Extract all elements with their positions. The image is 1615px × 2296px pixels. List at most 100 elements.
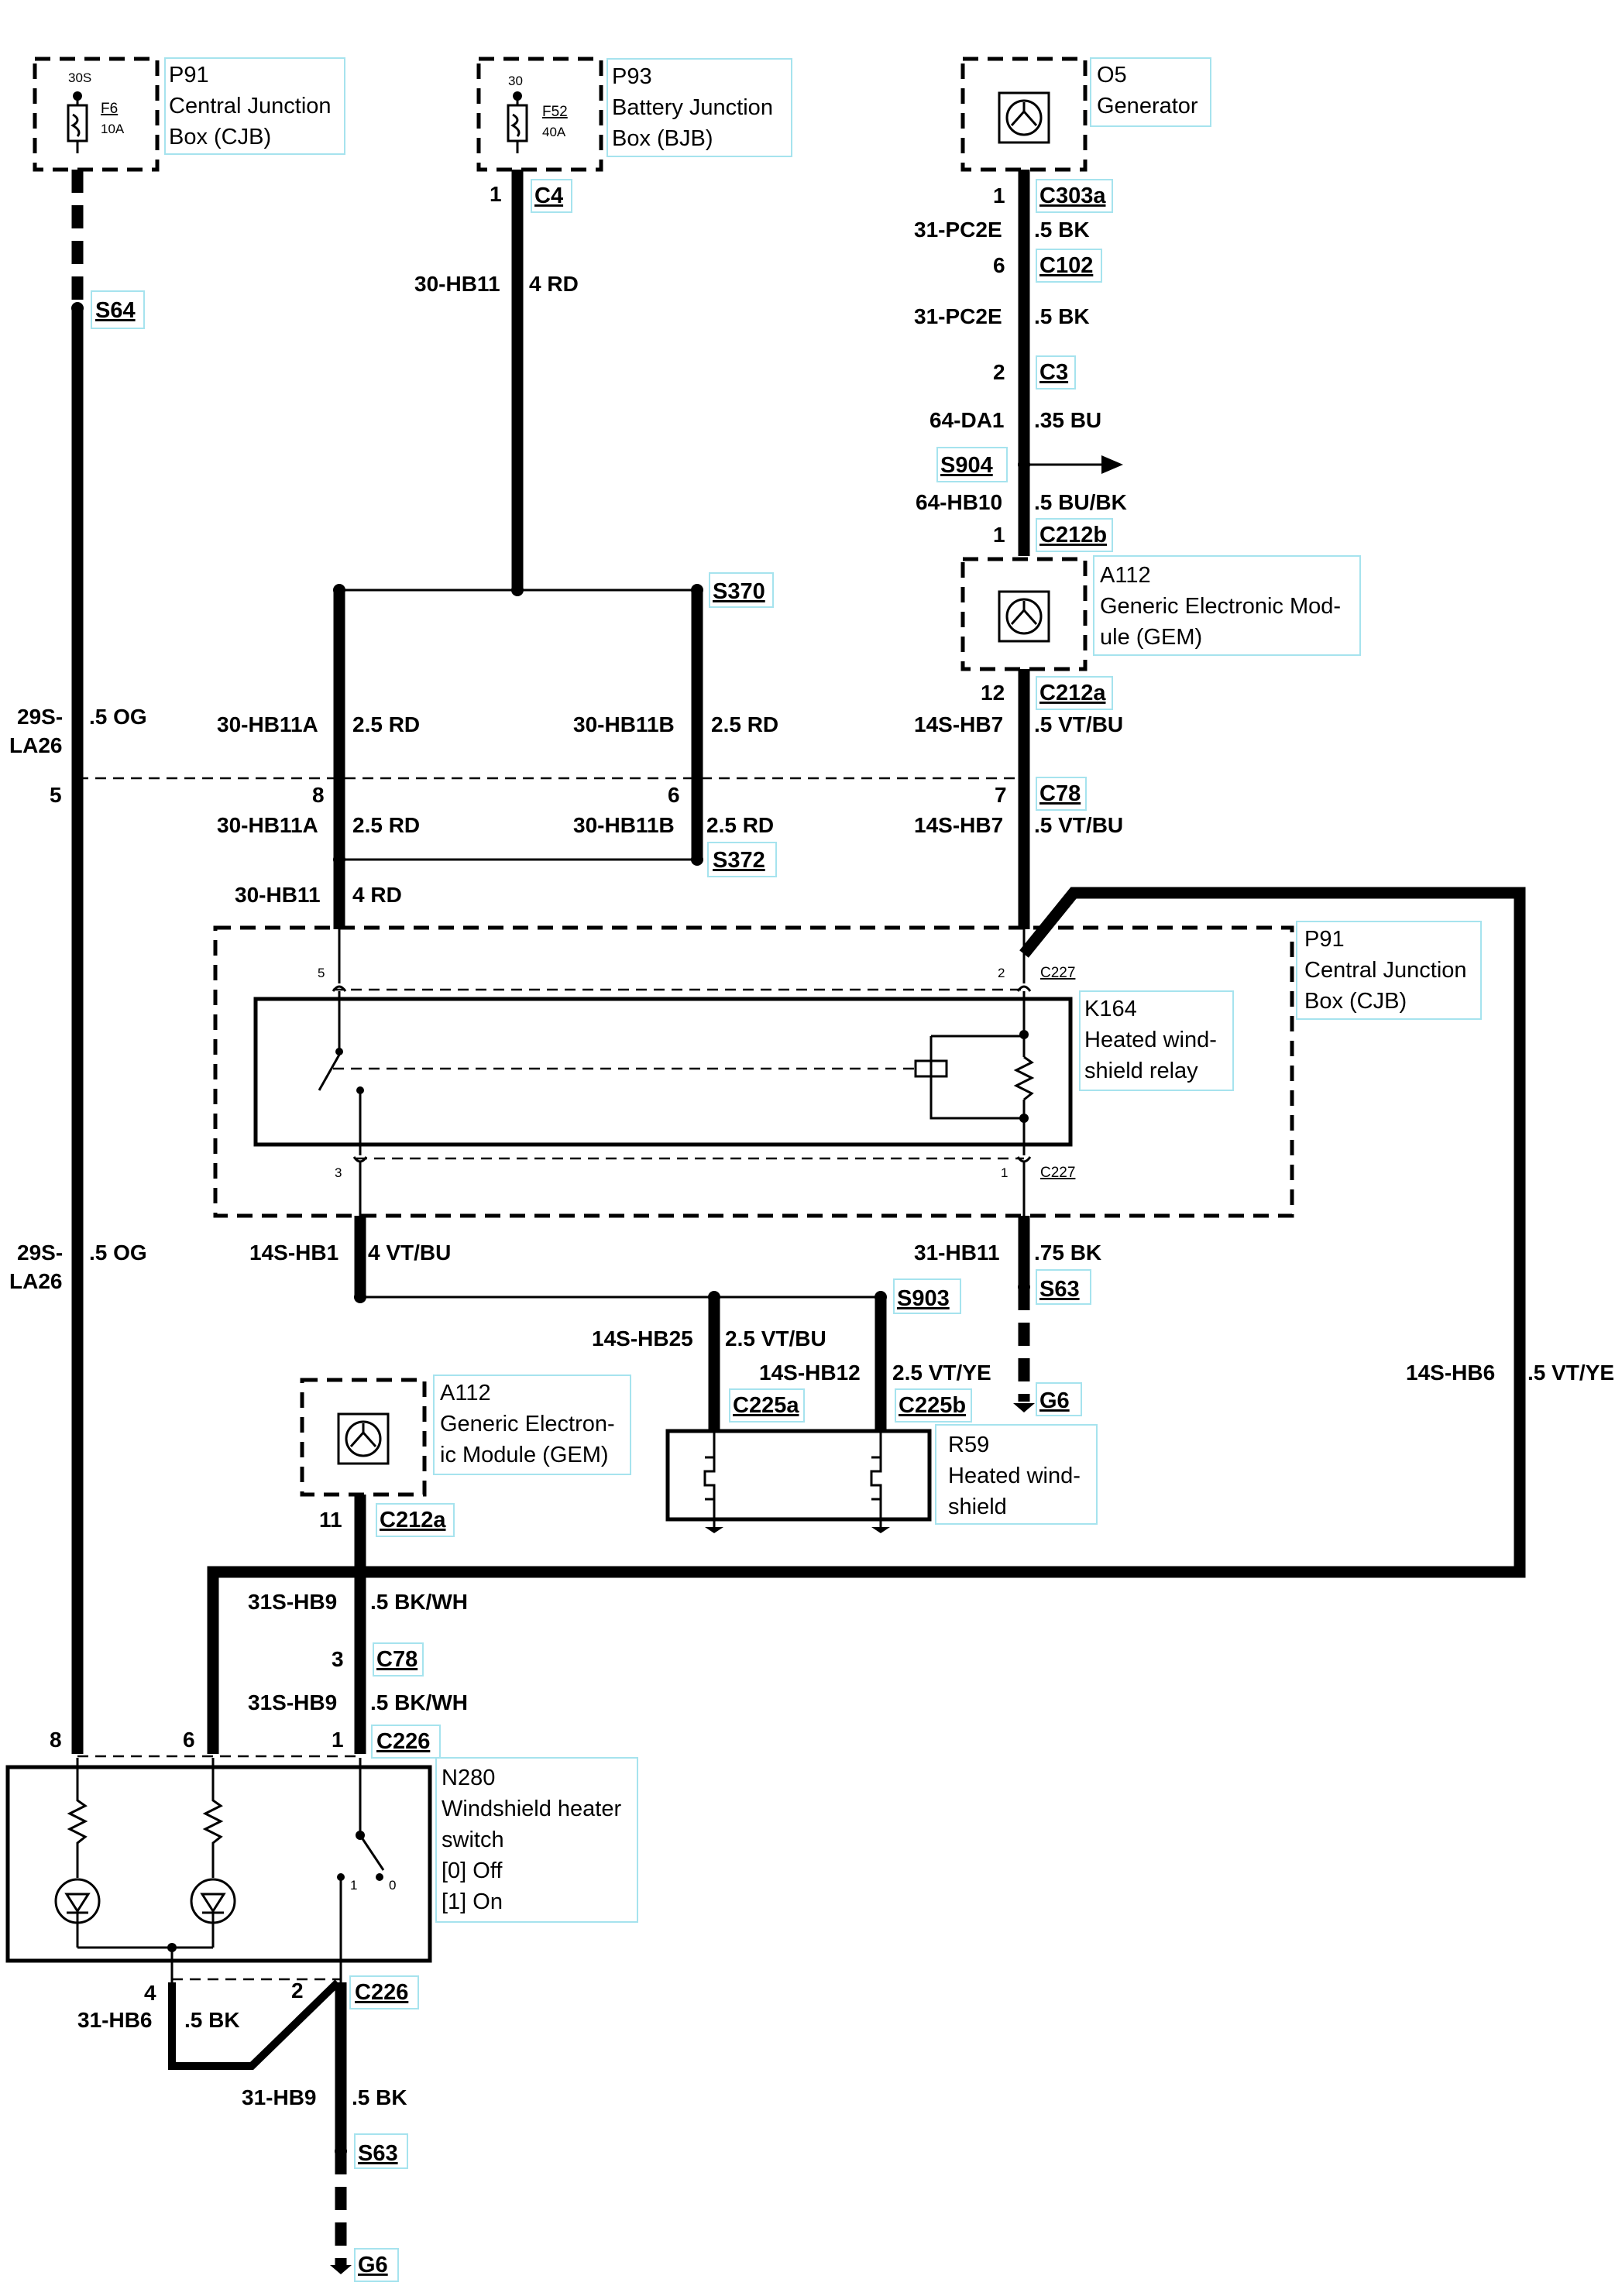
svg-text:.35 BU: .35 BU (1034, 408, 1101, 432)
ground-g6-right: G6 (1039, 1388, 1070, 1413)
connector-c212a-bot: C212a (380, 1508, 446, 1532)
svg-text:30-HB11B: 30-HB11B (573, 712, 675, 736)
fuse-f6-symbol (67, 96, 88, 153)
svg-text:4 RD: 4 RD (529, 272, 579, 296)
svg-text:31-PC2E: 31-PC2E (914, 218, 1002, 242)
svg-text:.5 VT/BU: .5 VT/BU (1034, 813, 1123, 837)
fuse-f6-rating: 10A (101, 122, 125, 136)
svg-text:2.5 RD: 2.5 RD (352, 712, 420, 736)
connector-c227-top: C227 (1040, 965, 1075, 981)
svg-text:.5 BK: .5 BK (1034, 218, 1090, 242)
svg-text:2: 2 (998, 966, 1005, 980)
fuse-f52-symbol (507, 96, 528, 153)
svg-text:6: 6 (993, 253, 1005, 277)
o5-label-box (1090, 57, 1211, 127)
svg-text:.5 BK/WH: .5 BK/WH (370, 1690, 468, 1714)
svg-text:6: 6 (668, 783, 680, 807)
svg-text:4 VT/BU: 4 VT/BU (368, 1241, 451, 1265)
svg-text:14S-HB7: 14S-HB7 (914, 813, 1003, 837)
svg-text:14S-HB1: 14S-HB1 (249, 1241, 338, 1265)
svg-text:2.5 RD: 2.5 RD (352, 813, 420, 837)
svg-text:64-HB10: 64-HB10 (916, 490, 1002, 514)
svg-text:14S-HB25: 14S-HB25 (592, 1326, 693, 1350)
wire-14s-hb6 (207, 887, 1526, 1754)
svg-text:1: 1 (1001, 1165, 1008, 1180)
gem-icon (998, 590, 1050, 643)
switch-resistor-right-icon (202, 1758, 224, 1878)
svg-text:30-HB11A: 30-HB11A (217, 813, 318, 837)
ground-g6-bot: G6 (358, 2253, 388, 2277)
svg-text:1: 1 (332, 1728, 344, 1752)
splice-s63-bot: S63 (358, 2141, 398, 2166)
p93-label: P93 Battery Junction Box (BJB) (612, 64, 779, 151)
p93-label-box (606, 58, 792, 157)
svg-text:.5 BK: .5 BK (352, 2085, 407, 2109)
svg-text:LA26: LA26 (9, 1269, 62, 1293)
a112-top-label: A112 Generic Electronic Mod- ule (GEM) (1100, 563, 1347, 650)
svg-text:1: 1 (350, 1878, 357, 1893)
p91-fuse-box (33, 57, 160, 172)
svg-text:31S-HB9: 31S-HB9 (248, 1590, 337, 1614)
relay-resistor-icon (1013, 1055, 1035, 1101)
connector-c227-bot: C227 (1040, 1165, 1075, 1181)
svg-text:.5 OG: .5 OG (89, 705, 147, 729)
fuse-f52-label: F52 (542, 104, 568, 120)
svg-text:.75 BK: .75 BK (1034, 1241, 1101, 1265)
svg-text:4 RD: 4 RD (352, 883, 402, 907)
k164-label: K164 Heated wind- shield relay (1084, 997, 1223, 1083)
svg-text:5: 5 (50, 783, 62, 807)
k164-label-box (1079, 990, 1234, 1091)
p93-terminal: 30 (508, 74, 523, 88)
svg-text:LA26: LA26 (9, 733, 62, 757)
p93-fuse-box (476, 57, 603, 172)
svg-text:14S-HB6: 14S-HB6 (1406, 1361, 1495, 1385)
svg-text:30-HB11: 30-HB11 (414, 272, 500, 296)
svg-text:5: 5 (318, 966, 325, 980)
connector-c226-bot: C226 (355, 1980, 408, 2005)
n280-label: N280 Windshield heater switch [0] Off [1… (442, 1766, 627, 1914)
a112-bottom-label: A112 Generic Electron- ic Module (GEM) (440, 1381, 621, 1467)
svg-text:30-HB11: 30-HB11 (235, 883, 321, 907)
generator-icon (998, 91, 1050, 144)
svg-text:2: 2 (291, 1979, 304, 2003)
svg-text:1: 1 (993, 184, 1005, 208)
connector-c4: C4 (534, 184, 563, 208)
gem-bottom-icon (337, 1412, 390, 1465)
svg-text:29S-: 29S- (17, 1241, 63, 1265)
svg-text:31S-HB9: 31S-HB9 (248, 1690, 337, 1714)
fuse-f52-rating: 40A (542, 125, 566, 139)
svg-text:.5 BK: .5 BK (184, 2008, 240, 2032)
svg-text:3: 3 (332, 1647, 344, 1671)
connector-c78-mid: C78 (1039, 781, 1081, 806)
n280-switch-box (5, 1765, 432, 1963)
svg-text:30-HB11B: 30-HB11B (573, 813, 675, 837)
o5-generator-box (960, 57, 1088, 172)
svg-text:11: 11 (319, 1508, 342, 1532)
p91-top-label-box (164, 57, 345, 155)
svg-text:64-DA1: 64-DA1 (929, 408, 1004, 432)
svg-text:.5 BK: .5 BK (1034, 304, 1090, 328)
connector-c225a: C225a (733, 1393, 799, 1418)
fuse-f6-label: F6 (101, 101, 118, 117)
r59-label-box (935, 1424, 1098, 1525)
connector-c102: C102 (1039, 253, 1093, 278)
splice-s903: S903 (897, 1286, 950, 1311)
svg-text:14S-HB12: 14S-HB12 (759, 1361, 861, 1385)
splice-s63-right: S63 (1039, 1277, 1080, 1302)
svg-text:4: 4 (144, 1981, 156, 2005)
r59-heated-windshield-box (665, 1429, 932, 1522)
a112-gem-top-box (960, 557, 1088, 671)
svg-text:1: 1 (993, 523, 1005, 547)
connector-c225b: C225b (899, 1393, 966, 1418)
svg-text:2.5 VT/YE: 2.5 VT/YE (892, 1361, 991, 1385)
wire-31-hb6 (168, 1979, 341, 2070)
svg-text:30-HB11A: 30-HB11A (217, 712, 318, 736)
p91-mid-label-box (1296, 921, 1482, 1020)
svg-text:2.5 VT/BU: 2.5 VT/BU (725, 1326, 826, 1350)
svg-text:29S-: 29S- (17, 705, 63, 729)
splice-s370: S370 (713, 579, 765, 604)
p91-mid-label: P91 Central Junction Box (CJB) (1304, 927, 1473, 1014)
svg-text:8: 8 (312, 783, 325, 807)
svg-text:2: 2 (993, 360, 1005, 384)
